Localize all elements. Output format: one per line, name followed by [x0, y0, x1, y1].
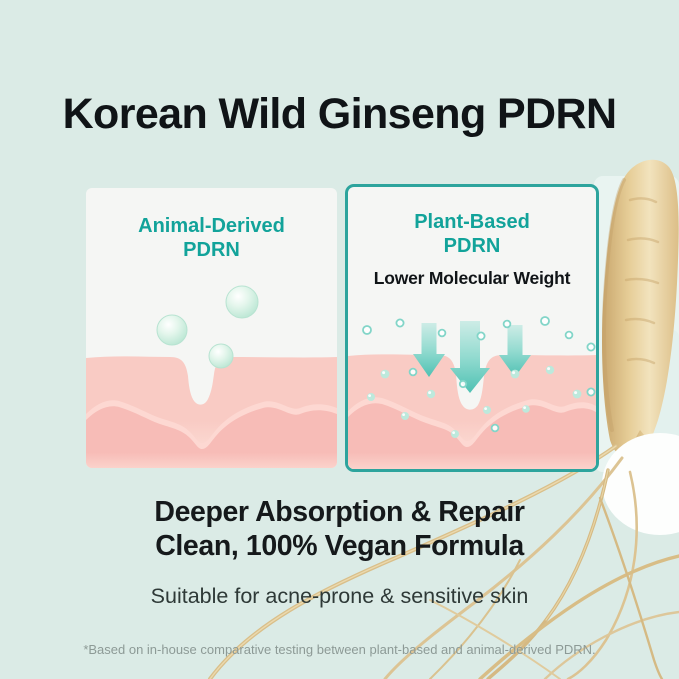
dermis-layer: [86, 406, 337, 468]
molecule-particles: [362, 316, 596, 438]
footnote: *Based on in-house comparative testing b…: [83, 642, 596, 657]
benefit-line-2: Clean, 100% Vegan Formula: [155, 530, 524, 563]
plant-based-panel: Plant-Based PDRN Lower Molecular Weight: [345, 184, 599, 472]
plant-panel-subheading: Lower Molecular Weight: [373, 267, 571, 288]
animal-panel-heading: Animal-Derived PDRN: [86, 214, 337, 263]
animal-heading-line1: Animal-Derived: [138, 215, 285, 237]
pdrn-molecule-bubbles: [156, 285, 259, 369]
absorption-arrow-icon: [499, 325, 531, 377]
absorption-arrow-icons: [413, 321, 531, 393]
page-title: Korean Wild Ginseng PDRN: [62, 90, 617, 138]
plant-heading-line1: Plant-Based: [414, 211, 530, 233]
benefit-claims: Deeper Absorption & Repair Clean, 100% V…: [0, 495, 679, 563]
skin-cross-section-left: [86, 285, 337, 468]
skin-cross-section-right: [348, 316, 596, 469]
ginseng-rootlets: [208, 444, 679, 679]
plant-heading-line2: PDRN: [443, 235, 501, 258]
animal-derived-panel: Animal-Derived PDRN: [86, 188, 337, 468]
dermis-layer: [348, 403, 596, 469]
absorption-arrow-icon: [413, 323, 445, 377]
suitability-claim: Suitable for acne-prone & sensitive skin: [150, 584, 529, 608]
benefit-line-1: Deeper Absorption & Repair: [154, 496, 525, 528]
animal-heading-line2: PDRN: [183, 239, 240, 262]
plant-panel-heading: Plant-Based PDRN: [348, 210, 596, 259]
